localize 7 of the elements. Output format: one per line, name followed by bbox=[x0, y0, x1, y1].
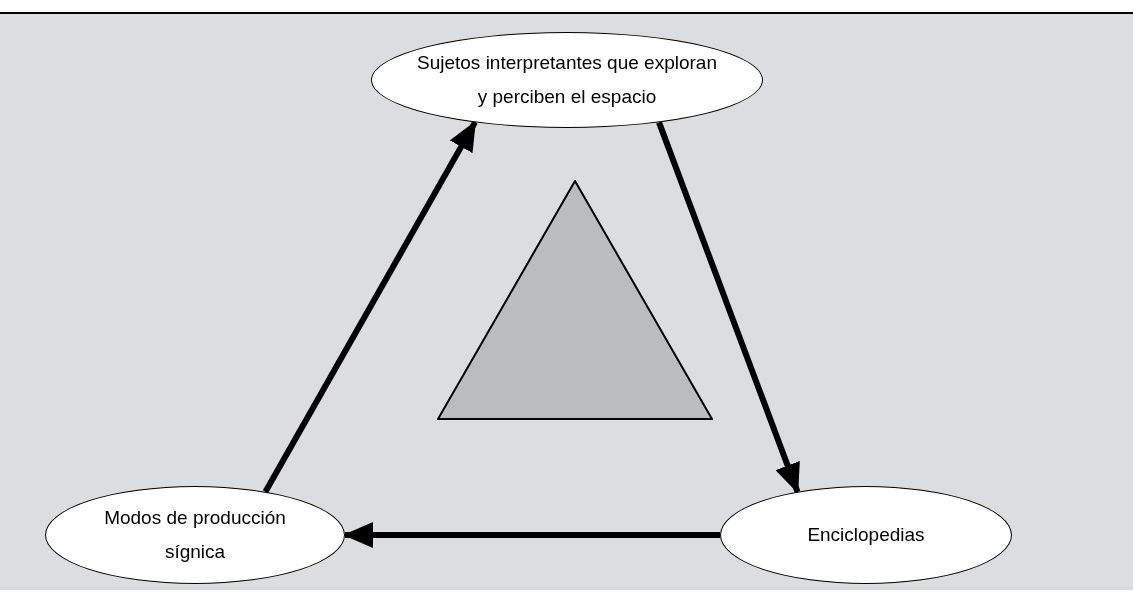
arrow bbox=[262, 120, 478, 494]
node-label: Modos de producción sígnica bbox=[103, 506, 287, 564]
arrow bbox=[656, 121, 801, 494]
arrow bbox=[343, 522, 720, 548]
triangle-shape bbox=[437, 180, 713, 420]
node-label: Sujetos interpretantes que exploran y perciben el espacio bbox=[417, 51, 717, 109]
node-label: Enciclopedias bbox=[806, 523, 926, 547]
